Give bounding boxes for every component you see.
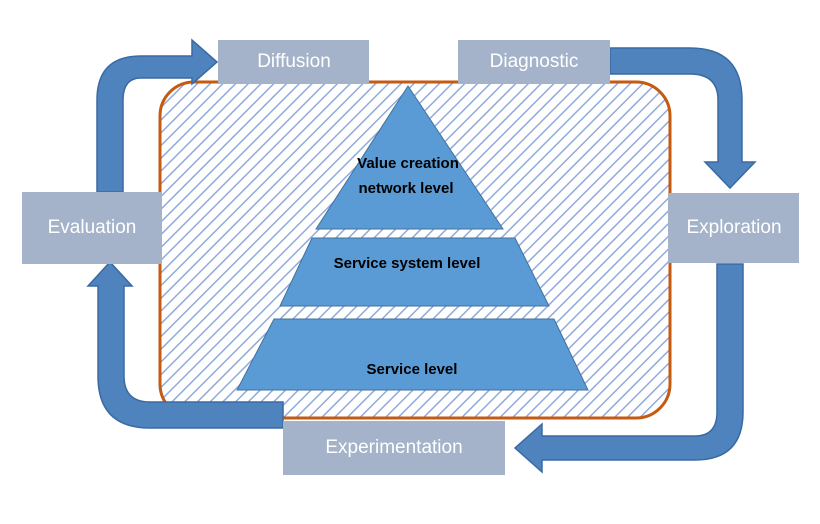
arrow-evaluation-to-diffusion (96, 38, 219, 193)
stage-diagnostic: Diagnostic (458, 40, 610, 84)
level-label-middle: Service system level (334, 255, 481, 272)
stage-label-diffusion: Diffusion (257, 51, 331, 72)
arrow-diagnostic-to-exploration (609, 47, 757, 190)
stage-experimentation: Experimentation (283, 421, 505, 475)
stage-evaluation: Evaluation (22, 192, 162, 264)
stage-label-experimentation: Experimentation (325, 437, 462, 458)
stage-exploration: Exploration (668, 193, 799, 263)
arrow-experimentation-to-evaluation (86, 260, 284, 429)
pyramid-bottom-level (236, 318, 589, 391)
pyramid-top-level (315, 85, 504, 230)
level-label-bottom: Service level (367, 361, 458, 378)
stage-label-diagnostic: Diagnostic (490, 51, 579, 72)
stage-diffusion: Diffusion (218, 40, 369, 84)
pyramid-middle-level (279, 237, 550, 307)
level-label-top-line2: network level (358, 180, 453, 197)
arrow-exploration-to-experimentation (513, 263, 744, 474)
stage-label-evaluation: Evaluation (48, 217, 137, 238)
level-label-top-line1: Value creation (357, 155, 459, 172)
stage-label-exploration: Exploration (686, 217, 781, 238)
